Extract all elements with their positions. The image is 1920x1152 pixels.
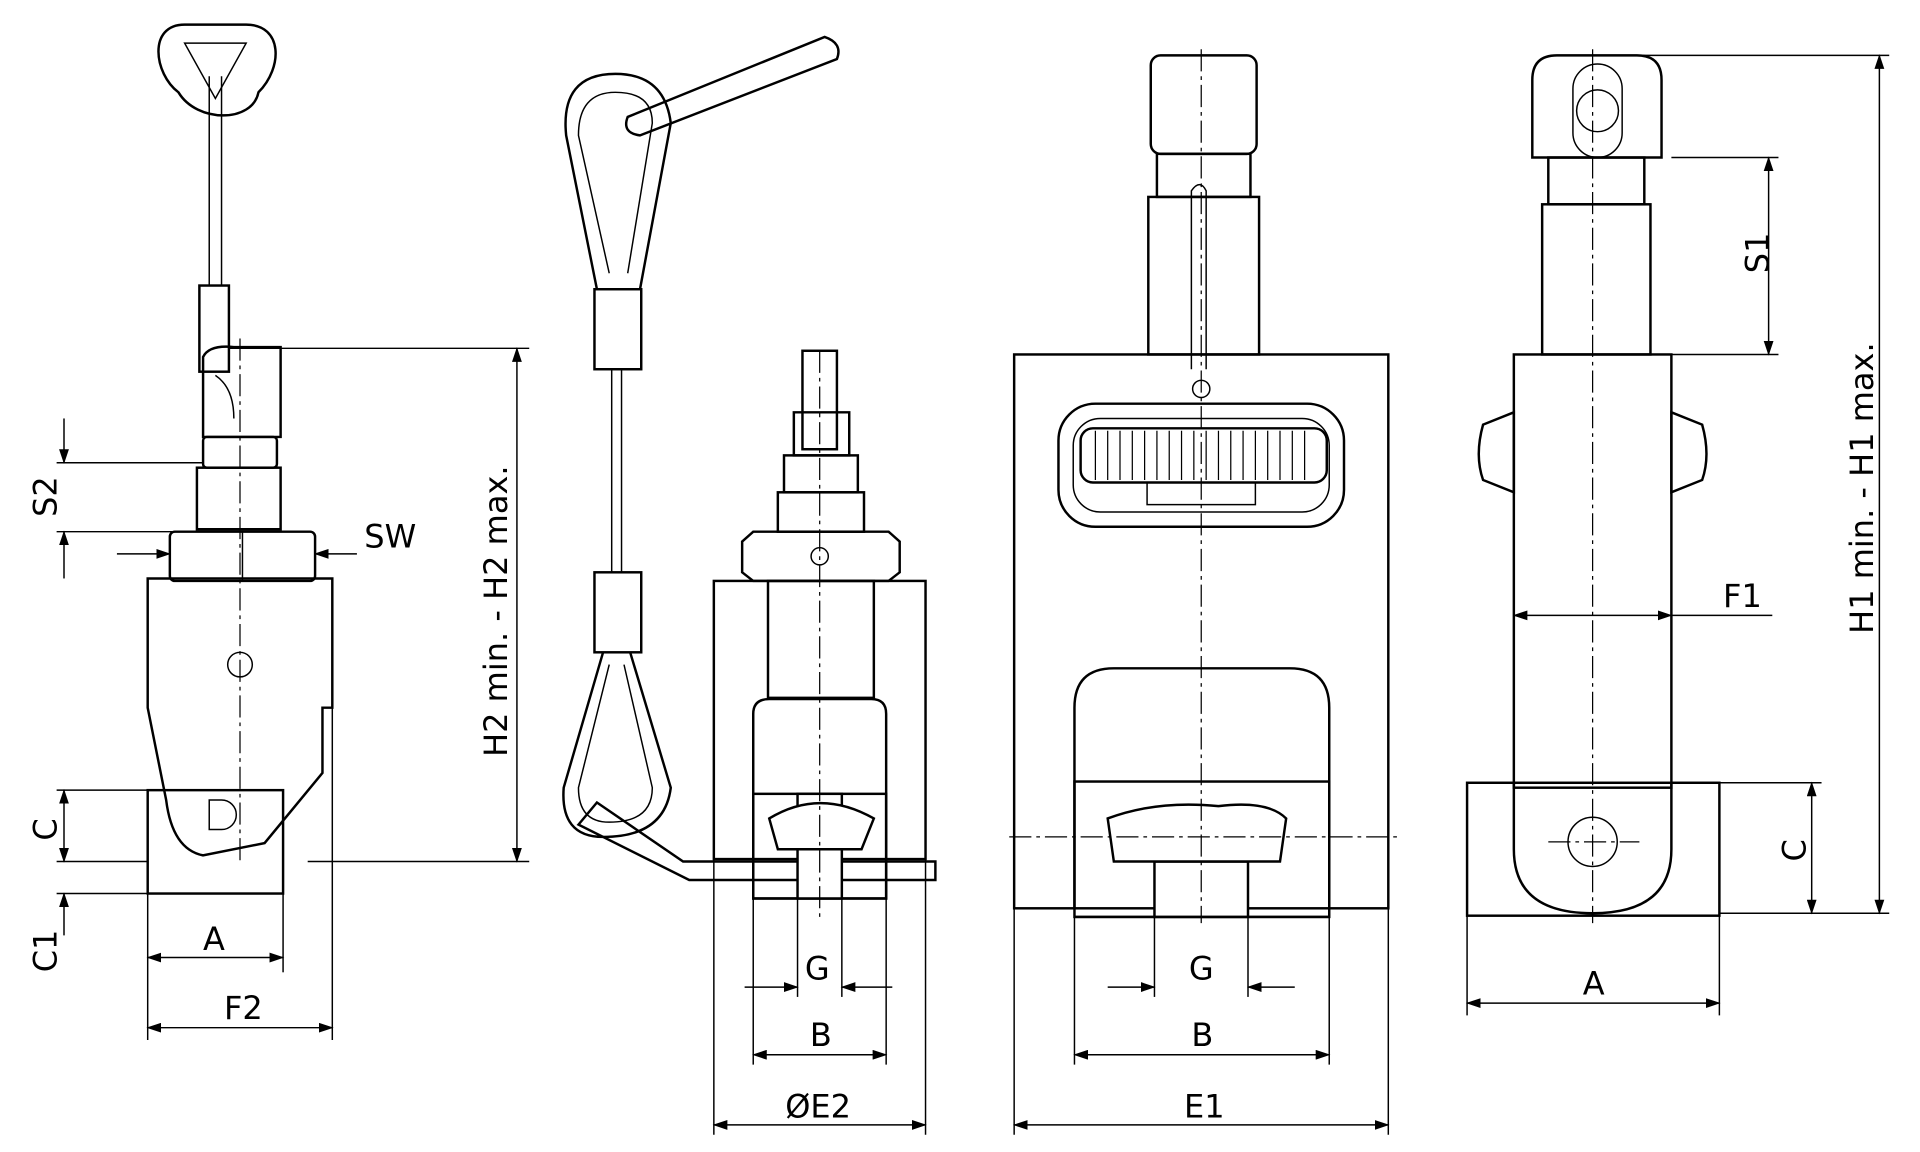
label-f1: F1 [1723, 577, 1762, 615]
side-view-right [1465, 49, 1721, 924]
dimensions-left: H2 min. - H2 max. S2 SW C C1 A F2 [27, 347, 530, 1040]
label-g-round: G [805, 950, 830, 988]
dimensions-round: G B ØE2 [712, 859, 927, 1135]
label-s2: S2 [27, 476, 65, 517]
label-b-wide: B [1191, 1016, 1213, 1054]
label-c-right: C [1776, 839, 1814, 861]
side-view-left [146, 23, 334, 895]
label-e2: ØE2 [785, 1088, 851, 1126]
label-s1: S1 [1739, 233, 1777, 274]
label-e1: E1 [1184, 1088, 1225, 1126]
label-sw: SW [364, 518, 416, 556]
label-f2: F2 [224, 989, 263, 1027]
label-h2: H2 min. - H2 max. [477, 465, 515, 756]
label-b-round: B [810, 1016, 832, 1054]
label-h1: H1 min. - H1 max. [1843, 342, 1881, 633]
label-a-right: A [1583, 964, 1605, 1002]
front-view-round [562, 35, 937, 917]
dimensions-wide: G B E1 [1012, 908, 1390, 1135]
front-view-wide [1009, 49, 1397, 924]
label-c-left: C [27, 818, 65, 840]
label-a-left: A [203, 920, 225, 958]
dimensions-right: S1 F1 H1 min. - H1 max. C A [1465, 54, 1890, 1016]
label-g-wide: G [1189, 950, 1214, 988]
label-c1-left: C1 [27, 930, 65, 973]
